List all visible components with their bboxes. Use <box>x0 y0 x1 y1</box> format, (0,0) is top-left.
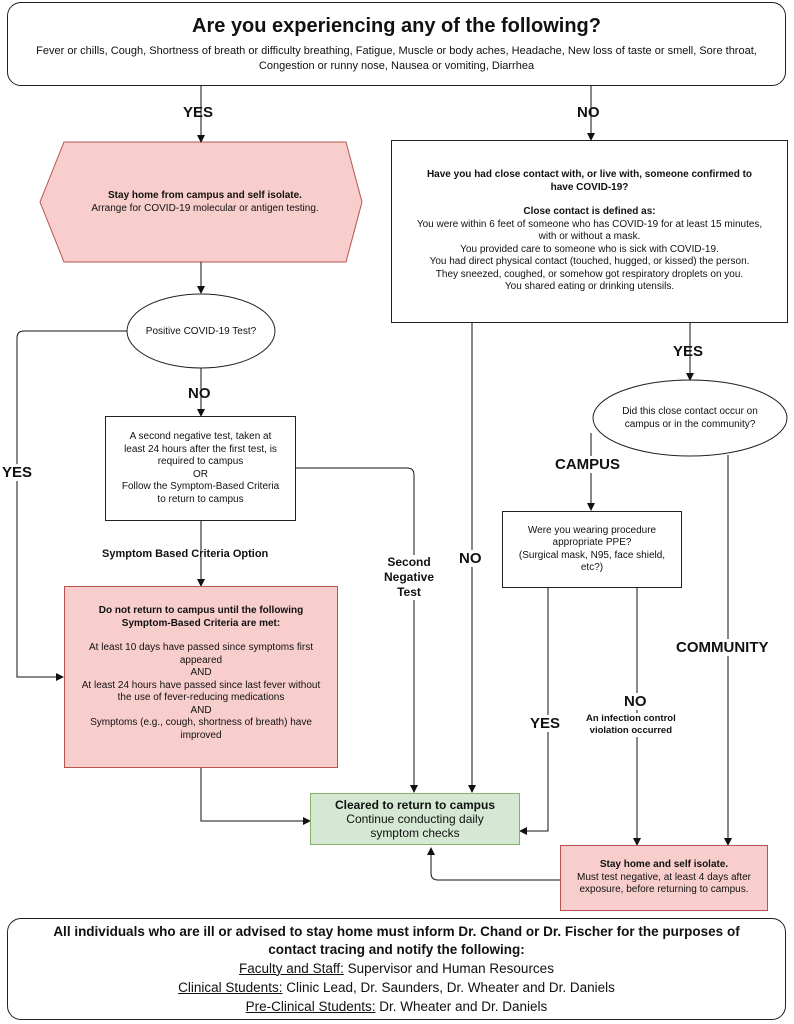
footer-line: All individuals who are ill or advised t… <box>53 923 740 939</box>
symptoms-question-box: Are you experiencing any of the followin… <box>7 2 786 86</box>
ppe-box: Were you wearing procedure appropriate P… <box>502 511 682 588</box>
footer-line: contact tracing and notify the following… <box>268 941 525 957</box>
self-isolate-box: Stay home and self isolate. Must test ne… <box>560 845 768 911</box>
criteria-line: the use of fever-reducing medications <box>117 692 285 703</box>
second-test-line: required to campus <box>157 456 244 467</box>
yes-ppe-label: YES <box>530 715 561 732</box>
isolate-title: Stay home and self isolate. <box>599 859 729 871</box>
criteria-line: AND <box>190 667 212 678</box>
stay-home-title: Stay home from campus and self isolate. <box>108 190 302 201</box>
contact-line: They sneezed, coughed, or somehow got re… <box>435 268 744 280</box>
contact-definition-title: Close contact is defined as: <box>523 206 656 218</box>
criteria-line: appeared <box>179 654 223 666</box>
isolate-line: Must test negative, at least 4 days afte… <box>577 871 751 883</box>
second-negative-test-label: Second Negative Test <box>384 555 435 600</box>
second-test-line: A second negative test, taken at <box>129 431 272 442</box>
second-test-line: to return to campus <box>157 493 244 505</box>
contact-line: with or without a mask. <box>538 231 641 243</box>
criteria-line: At least 10 days have passed since sympt… <box>89 642 313 653</box>
campus-label: CAMPUS <box>555 456 621 473</box>
contact-line: You provided care to someone who is sick… <box>460 243 719 255</box>
second-test-line: least 24 hours after the first test, is <box>124 443 277 455</box>
positive-test-question: Positive COVID-19 Test? <box>145 325 257 337</box>
notification-footer-box: All individuals who are ill or advised t… <box>7 918 786 1020</box>
where-question: Did this close contact occur on campus o… <box>622 406 758 430</box>
cleared-title: Cleared to return to campus <box>334 798 496 812</box>
cleared-line: symptom checks <box>370 826 460 840</box>
footer-group-clinical: Clinical Students: Clinic Lead, Dr. Saun… <box>178 979 615 995</box>
second-test-line: OR <box>193 468 208 480</box>
stay-home-box: Stay home from campus and self isolate. … <box>70 152 340 252</box>
cleared-line: Continue conducting daily <box>346 812 484 826</box>
stay-home-text: Arrange for COVID-19 molecular or antige… <box>91 203 319 214</box>
criteria-line: Symptoms (e.g., cough, shortness of brea… <box>90 717 312 728</box>
criteria-title: Do not return to campus until the follow… <box>98 605 304 616</box>
symptoms-list: Fever or chills, Cough, Shortness of bre… <box>36 44 757 72</box>
no-ppe-label: NO <box>624 693 647 710</box>
close-contact-box: Have you had close contact with, or live… <box>391 140 788 323</box>
isolate-line: exposure, before returning to campus. <box>579 884 749 896</box>
criteria-line: AND <box>190 704 212 716</box>
community-label: COMMUNITY <box>676 639 769 656</box>
symptom-option-label: Symptom Based Criteria Option <box>102 548 269 560</box>
yes-left-label: YES <box>2 464 33 481</box>
cleared-box: Cleared to return to campus Continue con… <box>310 793 520 845</box>
contact-question: have COVID-19? <box>550 181 629 193</box>
violation-label: An infection control violation occurred <box>586 713 676 737</box>
yes-contact-label: YES <box>673 343 704 360</box>
stay-home-hexagon <box>39 141 363 263</box>
main-question-title: Are you experiencing any of the followin… <box>192 14 601 37</box>
criteria-line: improved <box>180 729 222 741</box>
no-middle-label: NO <box>459 550 482 567</box>
contact-question: Have you had close contact with, or live… <box>426 169 753 181</box>
contact-line: You shared eating or drinking utensils. <box>504 281 675 293</box>
symptom-criteria-box: Do not return to campus until the follow… <box>64 586 338 768</box>
no-top-label: NO <box>577 104 600 121</box>
contact-line: You had direct physical contact (touched… <box>429 256 750 268</box>
contact-line: You were within 6 feet of someone who ha… <box>416 218 763 230</box>
no-after-test-label: NO <box>188 385 211 402</box>
footer-group-faculty: Faculty and Staff: Supervisor and Human … <box>239 960 554 976</box>
second-test-box: A second negative test, taken at least 2… <box>105 416 296 521</box>
second-test-line: Follow the Symptom-Based Criteria <box>121 481 280 492</box>
criteria-line: At least 24 hours have passed since last… <box>81 679 321 691</box>
yes-top-label: YES <box>183 104 214 121</box>
footer-group-preclinical: Pre-Clinical Students: Dr. Wheater and D… <box>245 998 548 1014</box>
criteria-title: Symptom-Based Criteria are met: <box>121 617 281 629</box>
